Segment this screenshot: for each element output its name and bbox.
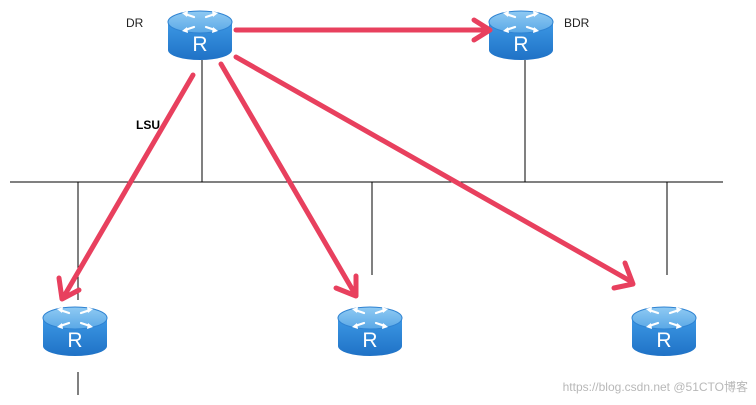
router-drother-a: R	[41, 305, 109, 358]
svg-text:R: R	[192, 33, 207, 56]
lsu-label: LSU	[136, 118, 160, 132]
router-dr: R	[166, 9, 234, 62]
router-drother-c: R	[630, 305, 698, 358]
svg-text:R: R	[67, 329, 82, 352]
dr-label: DR	[126, 16, 144, 30]
watermark: https://blog.csdn.net @51CTO博客	[563, 379, 748, 394]
svg-text:R: R	[362, 329, 377, 352]
arrow-dr-to-router-c	[233, 54, 636, 291]
arrow-dr-to-router-a	[56, 72, 196, 302]
svg-text:R: R	[656, 329, 671, 352]
bdr-label: BDR	[564, 16, 590, 30]
router-bdr: R	[487, 9, 555, 62]
router-drother-b: R	[336, 305, 404, 358]
arrow-dr-to-bdr	[233, 17, 493, 43]
arrow-dr-to-router-b	[218, 61, 359, 299]
svg-text:R: R	[513, 33, 528, 56]
lsu-arrows	[56, 17, 636, 302]
